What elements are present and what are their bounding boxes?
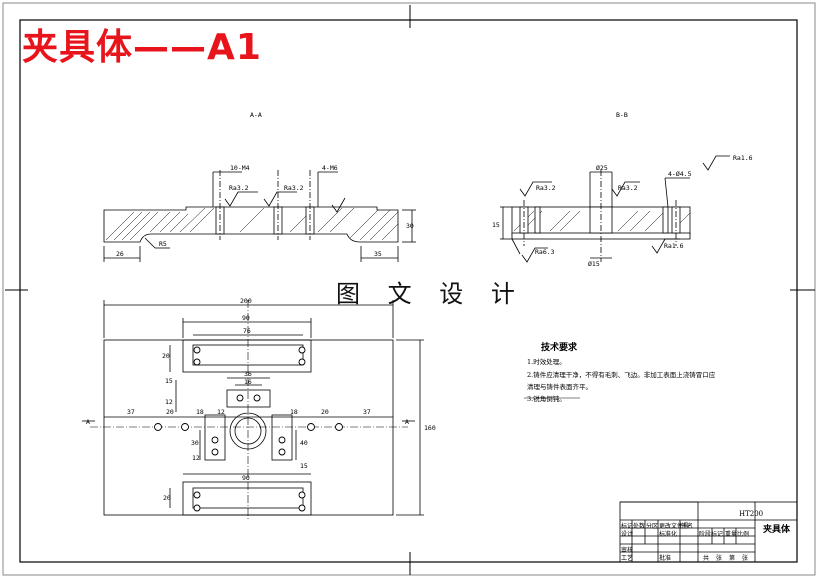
- svg-text:Ra3.2: Ra3.2: [284, 184, 304, 192]
- section-a-view: [103, 170, 416, 262]
- svg-text:20: 20: [166, 408, 174, 416]
- tb-label: 标准化: [659, 531, 678, 538]
- svg-text:20: 20: [321, 408, 329, 416]
- svg-text:18: 18: [196, 408, 204, 416]
- svg-text:40: 40: [300, 439, 308, 447]
- tb-label: 工艺: [621, 555, 634, 562]
- part-name: 夹具体: [763, 525, 791, 535]
- svg-text:16: 16: [244, 378, 252, 386]
- section-a-label: A-A: [250, 111, 262, 119]
- tb-label: 更改文件号: [659, 523, 690, 530]
- svg-text:Ra3.2: Ra3.2: [536, 184, 556, 192]
- svg-text:90: 90: [242, 474, 250, 482]
- tb-label: 共: [703, 555, 710, 562]
- tb-label: 阶段标记: [699, 531, 724, 538]
- tb-label: 分区: [646, 523, 659, 530]
- svg-text:A: A: [405, 418, 409, 426]
- tb-label: 张: [716, 555, 723, 562]
- svg-text:12: 12: [217, 408, 225, 416]
- tb-label: 处数: [633, 523, 646, 530]
- center-marks: [5, 5, 815, 575]
- svg-text:15: 15: [492, 221, 500, 229]
- svg-text:Ra3.2: Ra3.2: [229, 184, 249, 192]
- svg-text:15: 15: [300, 462, 308, 470]
- svg-text:36: 36: [244, 370, 252, 378]
- tb-label: 比例: [737, 531, 750, 538]
- svg-text:18: 18: [290, 408, 298, 416]
- section-b-label: B-B: [616, 111, 628, 119]
- svg-text:A: A: [86, 418, 90, 426]
- mounting-holes: [154, 346, 343, 512]
- tb-label: 审核: [621, 547, 634, 554]
- svg-text:Ra1.6: Ra1.6: [733, 154, 753, 162]
- material-code: HT200: [739, 510, 764, 518]
- svg-text:4-M6: 4-M6: [322, 164, 338, 172]
- drawing-title: 夹具体——A1: [22, 27, 262, 68]
- svg-text:4-Ø4.5: 4-Ø4.5: [668, 170, 692, 178]
- inner-frame: [19, 19, 798, 563]
- svg-text:35: 35: [374, 250, 382, 258]
- svg-text:20: 20: [163, 494, 171, 502]
- tb-label: 签名: [681, 523, 694, 530]
- tb-label: 标记: [621, 523, 634, 530]
- svg-text:37: 37: [127, 408, 135, 416]
- tech-req-item: 1.时效处理。: [527, 358, 566, 366]
- tb-label: 批准: [659, 555, 672, 562]
- svg-text:Ø25: Ø25: [596, 164, 608, 172]
- title-block: [619, 501, 798, 563]
- svg-text:Ra1.6: Ra1.6: [664, 242, 684, 250]
- svg-text:Ø15: Ø15: [588, 260, 600, 268]
- svg-text:R5: R5: [159, 240, 167, 248]
- tech-req-title: 技术要求: [541, 343, 578, 353]
- dimension-labels: A-A B-B 10-M4 4-M6 Ra3.2 Ra3.2 26 R5 30 …: [86, 111, 753, 502]
- svg-text:12: 12: [192, 454, 200, 462]
- tb-label: 设计: [621, 531, 634, 538]
- plan-view: [82, 300, 424, 520]
- svg-text:10-M4: 10-M4: [230, 164, 250, 172]
- svg-text:20: 20: [162, 352, 170, 360]
- svg-text:Ra6.3: Ra6.3: [535, 248, 555, 256]
- svg-text:160: 160: [424, 424, 436, 432]
- tech-req-item: 清理与铸件表面齐平。: [527, 383, 592, 391]
- svg-text:12: 12: [165, 398, 173, 406]
- section-b-view: [500, 155, 730, 263]
- svg-text:26: 26: [116, 250, 124, 258]
- svg-text:76: 76: [243, 327, 251, 335]
- svg-text:37: 37: [363, 408, 371, 416]
- svg-text:30: 30: [191, 439, 199, 447]
- tech-req-item: 3.锐角倒钝。: [527, 395, 566, 403]
- tb-label: 重量: [725, 531, 738, 538]
- svg-text:15: 15: [165, 377, 173, 385]
- svg-text:90: 90: [242, 314, 250, 322]
- tb-label: 张: [742, 555, 749, 562]
- svg-text:200: 200: [240, 297, 252, 305]
- tech-req-item: 2.铸件应清理干净，不得有毛刺、飞边。非加工表面上浇铸冒口应: [527, 371, 716, 379]
- svg-text:Ra3.2: Ra3.2: [618, 184, 638, 192]
- tb-label: 第: [729, 555, 736, 562]
- watermark-text: 图 文 设 计: [336, 280, 525, 308]
- svg-text:30: 30: [406, 222, 414, 230]
